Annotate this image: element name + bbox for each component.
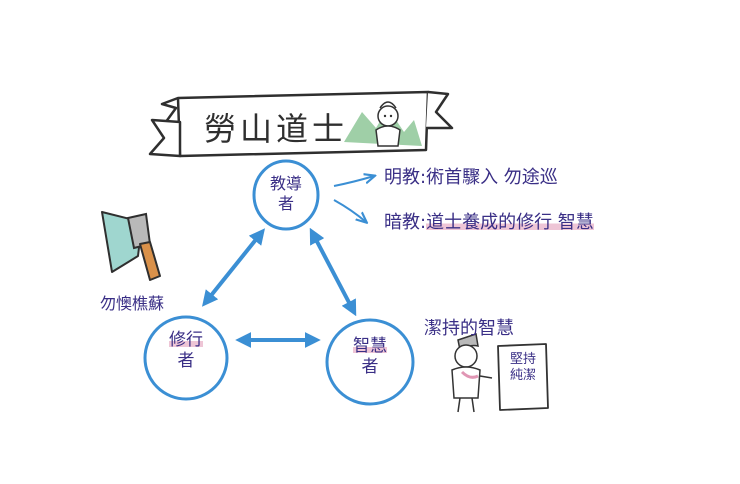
wise-node-line2: 者 [361, 357, 379, 378]
explicit-teaching: 明教:術首驟入 勿途巡 [384, 163, 558, 189]
arrow-teacher-wise [309, 227, 357, 317]
axe-icon [101, 211, 161, 281]
axe-caption: 勿懊樵蘇 [100, 294, 165, 313]
arrow-to-implicit [333, 199, 366, 222]
implicit-teaching: 暗教:道士養成的修行 智慧 [384, 208, 594, 234]
persist-card-line1: 堅持 [509, 352, 536, 367]
wise-node-label: 智慧 者 [328, 336, 412, 379]
wise-node [325, 318, 415, 406]
persist-card [497, 343, 549, 411]
teacher-node-label: 教導 者 [254, 174, 318, 214]
standing-figure-icon [451, 333, 493, 413]
teacher-node-line2: 者 [277, 194, 294, 213]
implicit-teaching-label: 暗教: [384, 212, 427, 233]
arrow-teacher-practitioner [201, 228, 266, 307]
persist-card-line2: 純潔 [509, 368, 536, 384]
arrow-to-explicit [333, 176, 374, 187]
wise-node-line1: 智慧 [353, 336, 387, 356]
taoist-figure-icon [344, 101, 422, 147]
teacher-node-line1: 教導 [269, 174, 302, 193]
explicit-teaching-text: 術首驟入 勿途巡 [426, 167, 558, 188]
practitioner-node-label: 修行 者 [146, 330, 226, 373]
persist-card-label: 堅持 純潔 [500, 352, 546, 385]
page-title: 勞山道士 [204, 110, 349, 148]
practitioner-node-line2: 者 [177, 351, 195, 372]
practitioner-node [143, 315, 229, 401]
implicit-teaching-text: 道士養成的修行 智慧 [426, 212, 594, 233]
teacher-node [252, 159, 320, 231]
explicit-teaching-label: 明教: [384, 167, 427, 188]
practitioner-node-line1: 修行 [169, 330, 203, 350]
persist-title: 潔持的智慧 [424, 318, 514, 339]
